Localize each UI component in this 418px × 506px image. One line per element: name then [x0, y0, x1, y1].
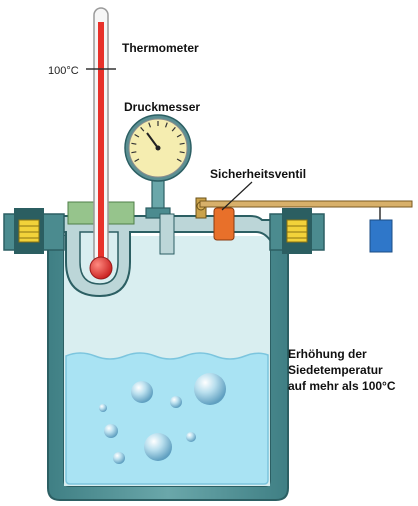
bubble	[99, 404, 107, 412]
result-label-line1: Erhöhung der	[288, 347, 367, 361]
pressure-gauge	[124, 114, 192, 219]
bubble	[194, 373, 226, 405]
result-label-line2: Siedetemperatur	[288, 363, 383, 377]
temperature-mark-label: 100°C	[48, 65, 79, 77]
lid	[7, 215, 293, 298]
gauge-tick	[179, 151, 185, 154]
water	[65, 352, 269, 485]
bubble	[113, 452, 125, 464]
gauge-needle	[146, 132, 159, 149]
gauge-tick	[176, 158, 182, 163]
valve-weight	[369, 219, 393, 253]
bubble	[131, 381, 153, 403]
gauge-tick	[131, 151, 137, 154]
bolt-left	[14, 208, 44, 254]
bubble	[170, 396, 182, 408]
bubble	[144, 433, 172, 461]
gauge-tick	[134, 158, 140, 163]
gauge-tick	[140, 126, 145, 132]
bubble	[104, 424, 118, 438]
gauge-tick	[171, 126, 176, 132]
bubble	[186, 432, 196, 442]
gauge-tick	[176, 133, 182, 138]
valve-lever	[199, 200, 413, 208]
result-label-line3: auf mehr als 100°C	[288, 379, 396, 393]
gauge-tick	[148, 122, 152, 128]
safety-valve-label: Sicherheitsventil	[210, 167, 306, 181]
gauge-tick	[134, 133, 140, 138]
bolt-right	[282, 208, 312, 254]
gauge-tick	[179, 142, 185, 145]
gauge-tick	[164, 122, 168, 128]
thermometer	[89, 7, 113, 280]
gauge-tick	[131, 142, 137, 145]
pressure-gauge-label: Druckmesser	[124, 100, 200, 114]
thermometer-label: Thermometer	[122, 41, 199, 55]
safety-valve	[159, 197, 413, 255]
safety-valve-pointer	[221, 181, 253, 211]
